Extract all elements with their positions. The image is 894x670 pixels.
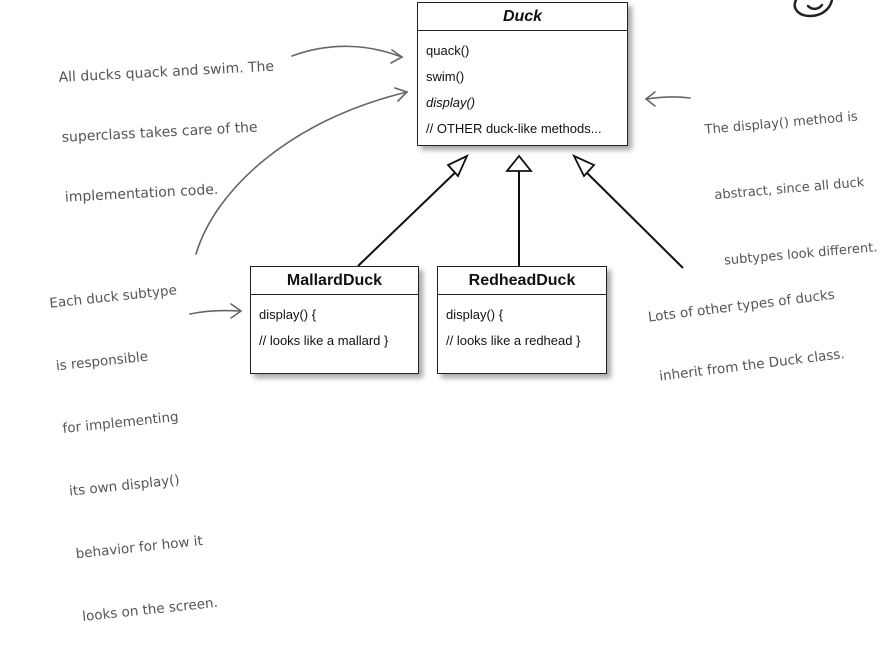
- annotation-arrow-subtype-up: [195, 91, 408, 255]
- method-quack: quack(): [426, 43, 470, 58]
- annotation-other-types: Lots of other types of ducks inherit fro…: [642, 245, 851, 427]
- annotation-superclass: All ducks quack and swim. The superclass…: [56, 17, 283, 248]
- annotation-line: Each duck subtype: [48, 282, 178, 312]
- annotation-line: superclass takes care of the: [61, 119, 258, 146]
- duck-class-box: Duck quack() swim() display() // OTHER d…: [417, 2, 628, 146]
- inheritance-arrowhead-mallard: [446, 154, 469, 178]
- annotation-line: implementation code.: [64, 181, 219, 206]
- inheritance-line-mallard: [357, 165, 463, 267]
- annotation-arrowhead-subtype-up: [394, 87, 409, 102]
- annotation-line: All ducks quack and swim. The: [58, 58, 275, 86]
- inheritance-arrowhead-redhead: [505, 154, 533, 172]
- annotation-arrow-superclass: [291, 45, 403, 58]
- inheritance-arrowhead-others: [572, 154, 596, 178]
- class-name: RedheadDuck: [438, 267, 606, 295]
- annotation-line: its own display(): [68, 472, 181, 500]
- annotation-line: for implementing: [61, 408, 180, 437]
- method-other: // OTHER duck-like methods...: [426, 121, 602, 136]
- annotation-arrow-subtype-right: [189, 309, 241, 315]
- method-swim: swim(): [426, 69, 465, 84]
- annotation-line: behavior for how it: [74, 533, 204, 563]
- annotation-line: is responsible: [55, 348, 149, 375]
- duck-doodle-icon: [793, 0, 834, 18]
- mallard-duck-class-box: MallardDuck display() { // looks like a …: [250, 266, 419, 374]
- method-display: display(): [426, 95, 476, 110]
- class-name: MallardDuck: [251, 267, 418, 295]
- uml-diagram: Duck quack() swim() display() // OTHER d…: [48, 0, 878, 625]
- method-line: display() {: [446, 307, 504, 322]
- annotation-arrowhead-display: [644, 91, 656, 107]
- class-name: Duck: [418, 3, 627, 31]
- annotation-arrow-display: [646, 96, 691, 100]
- method-line: // looks like a redhead }: [446, 333, 581, 348]
- redhead-duck-class-box: RedheadDuck display() { // looks like a …: [437, 266, 607, 374]
- annotation-line: The display() method is: [704, 109, 859, 138]
- method-line: // looks like a mallard }: [259, 333, 389, 348]
- method-line: display() {: [259, 307, 317, 322]
- annotation-line: inherit from the Duck class.: [658, 346, 846, 385]
- annotation-line: abstract, since all duck: [713, 175, 865, 204]
- annotation-arrowhead-superclass: [390, 49, 404, 64]
- connector-layer: [189, 0, 834, 319]
- annotation-arrowhead-subtype-right: [230, 303, 243, 319]
- annotation-line: looks on the screen.: [81, 594, 219, 625]
- annotation-line: Lots of other types of ducks: [647, 286, 836, 326]
- inheritance-line-others: [579, 165, 684, 269]
